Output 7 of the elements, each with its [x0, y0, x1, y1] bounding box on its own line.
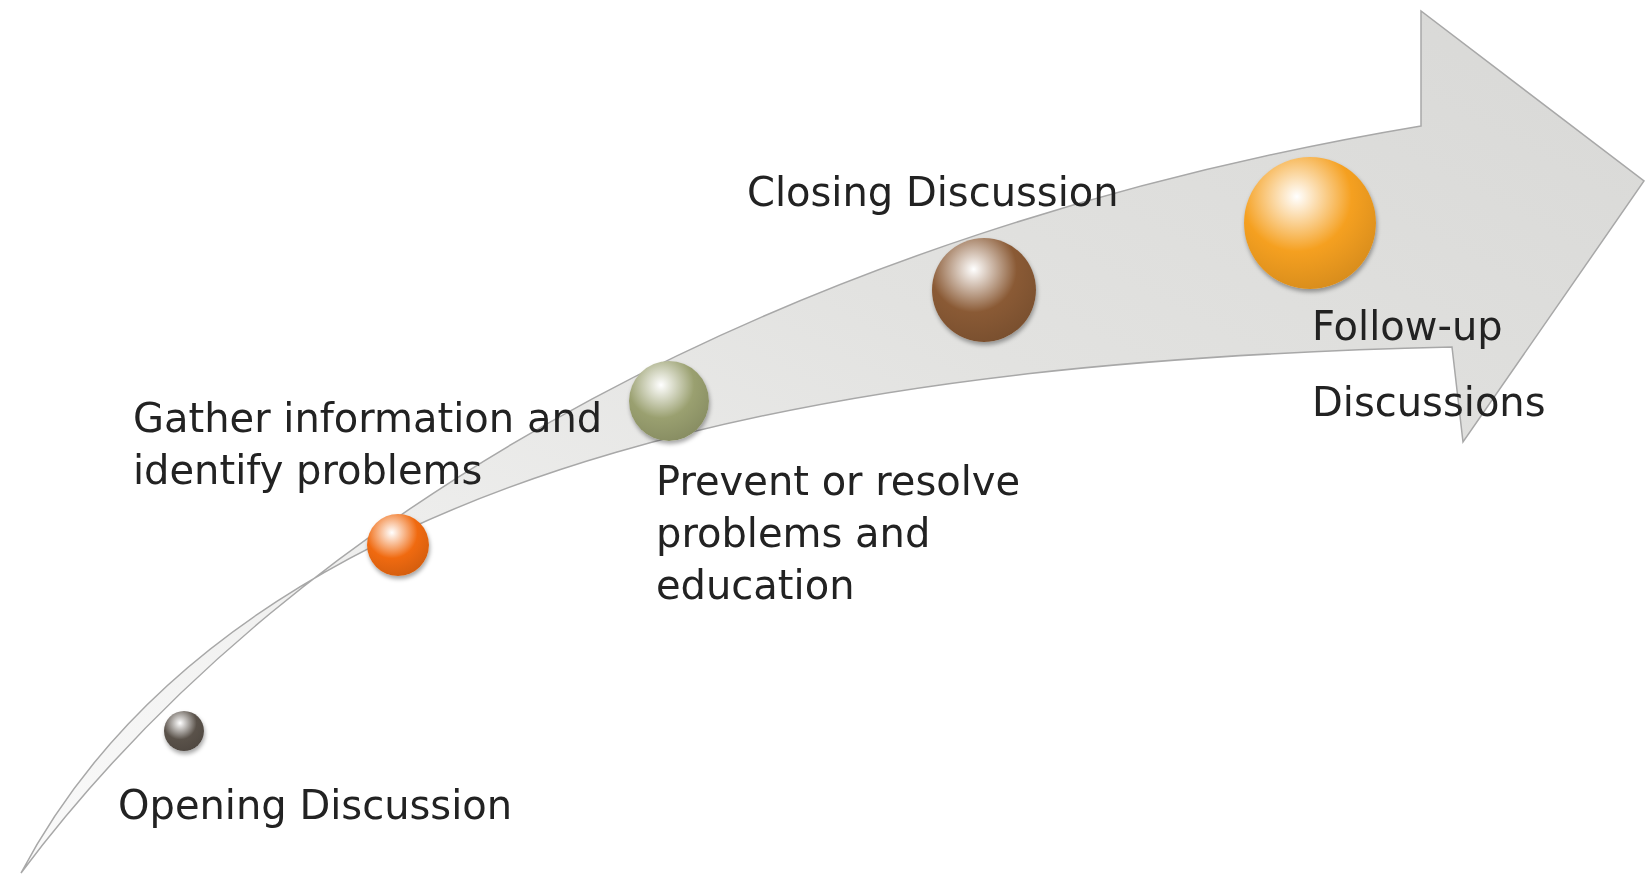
stage-label: Follow-up Discussions: [1312, 302, 1547, 427]
stage-label: Closing Discussion: [747, 168, 1120, 217]
stage-circle: [164, 711, 204, 751]
stage-label: Opening Discussion: [118, 781, 514, 830]
stage-label: Gather information and identify problems: [133, 394, 603, 495]
stage-circle: [367, 514, 429, 576]
stage-label: Prevent or resolve problems and education: [656, 457, 1022, 610]
